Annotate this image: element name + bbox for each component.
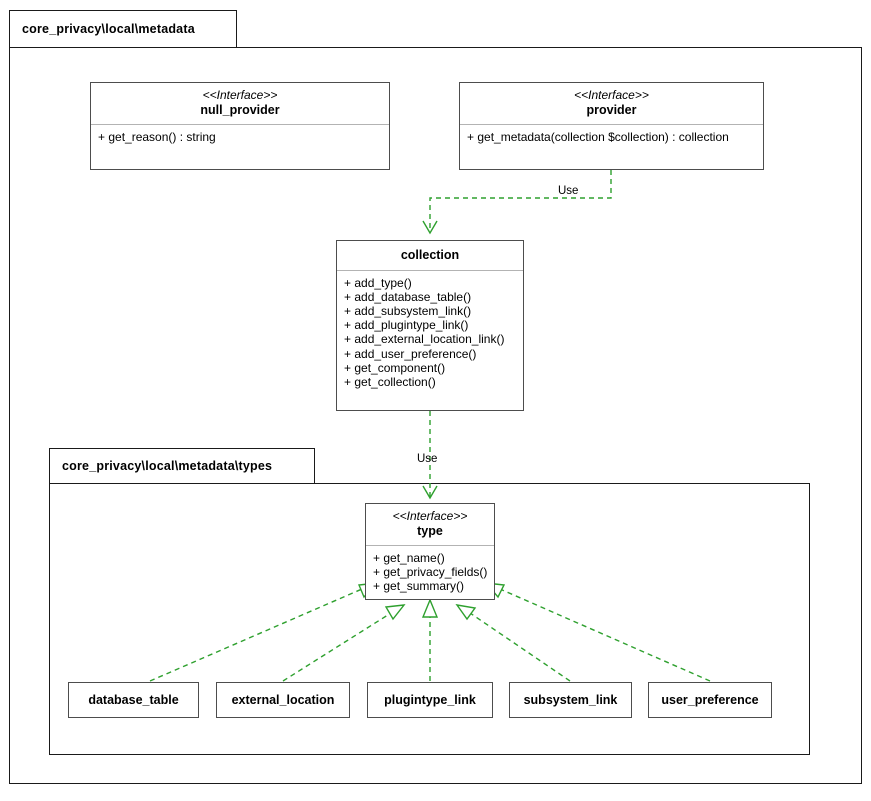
class-name-label: external_location (231, 693, 335, 707)
class-box-database-table[interactable]: database_table (68, 682, 199, 718)
edge-label-provider-collection: Use (558, 185, 579, 197)
class-members-type: + get_name() + get_privacy_fields() + ge… (366, 546, 494, 600)
class-box-provider[interactable]: <<Interface>> provider + get_metadata(co… (459, 82, 764, 170)
class-members-null-provider: + get_reason() : string (91, 125, 389, 150)
class-name-label: provider (586, 103, 637, 117)
class-box-user-preference[interactable]: user_preference (648, 682, 772, 718)
class-separator (337, 269, 523, 271)
edge-database-table-to-type (149, 582, 379, 682)
class-member: + add_subsystem_link() (344, 304, 472, 319)
class-member: + add_database_table() (344, 289, 472, 304)
class-box-collection[interactable]: collection + add_type() + add_database_t… (336, 240, 524, 411)
class-member: + get_component() (344, 360, 446, 375)
class-box-null-provider[interactable]: <<Interface>> null_provider + get_reason… (90, 82, 390, 170)
edge-external-location-to-type (282, 604, 406, 682)
class-separator (366, 544, 494, 546)
class-box-external-location[interactable]: external_location (216, 682, 350, 718)
class-members-collection: + add_type() + add_database_table() + ad… (337, 271, 523, 396)
package-frame-metadata (9, 47, 862, 784)
package-tab-metadata: core_privacy\local\metadata (9, 10, 237, 48)
class-separator (91, 123, 389, 125)
class-box-plugintype-link[interactable]: plugintype_link (367, 682, 493, 718)
edge-label-collection-type: Use (417, 453, 438, 465)
class-member: + get_collection() (344, 375, 436, 390)
edge-subsystem-link-to-type (455, 604, 571, 682)
class-member: + add_plugintype_link() (344, 318, 469, 333)
class-member: + add_type() (344, 275, 412, 290)
class-name-label: plugintype_link (384, 693, 476, 707)
edge-collection-to-type (422, 411, 438, 500)
package-tab-types: core_privacy\local\metadata\types (49, 448, 315, 484)
stereotype-label: <<Interface>> (202, 88, 278, 102)
class-name-label: database_table (88, 693, 179, 707)
class-name-label: collection (400, 248, 460, 262)
class-name-label: subsystem_link (523, 693, 618, 707)
package-label-types: core_privacy\local\metadata\types (62, 459, 273, 473)
edge-provider-to-collection (422, 170, 612, 235)
stereotype-label: <<Interface>> (392, 509, 468, 523)
class-member: + get_metadata(collection $collection) :… (467, 129, 729, 144)
class-member: + get_reason() : string (98, 129, 216, 144)
class-member: + add_user_preference() (344, 346, 477, 361)
class-name-label: null_provider (200, 103, 280, 117)
class-box-type[interactable]: <<Interface>> type + get_name() + get_pr… (365, 503, 495, 600)
class-member: + get_name() (373, 550, 445, 565)
class-separator (460, 123, 763, 125)
class-member: + get_summary() (373, 579, 465, 594)
class-members-provider: + get_metadata(collection $collection) :… (460, 125, 763, 150)
class-header-provider: <<Interface>> provider (460, 83, 763, 124)
class-member: + add_external_location_link() (344, 332, 505, 347)
package-label-metadata: core_privacy\local\metadata (22, 22, 195, 36)
class-member: + get_privacy_fields() (373, 564, 488, 579)
class-header-null-provider: <<Interface>> null_provider (91, 83, 389, 124)
class-header-type: <<Interface>> type (366, 504, 494, 545)
class-header-collection: collection (337, 241, 523, 270)
edge-plugintype-link-to-type (421, 598, 439, 681)
stereotype-label: <<Interface>> (574, 88, 649, 102)
class-name-label: user_preference (661, 693, 759, 707)
class-box-subsystem-link[interactable]: subsystem_link (509, 682, 632, 718)
edge-user-preference-to-type (484, 582, 711, 682)
class-name-label: type (417, 524, 443, 538)
